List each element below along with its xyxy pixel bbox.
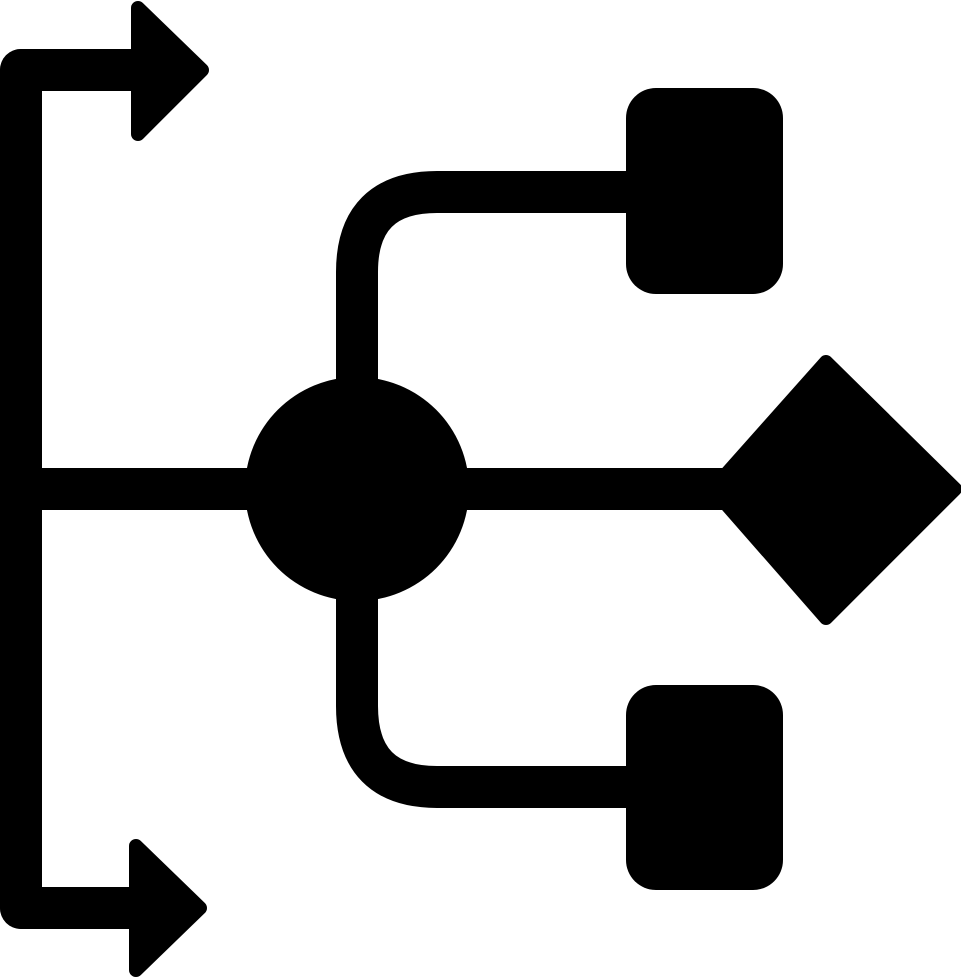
top-arrow-icon xyxy=(131,1,209,141)
top-node-square xyxy=(626,88,783,294)
lower-curve-line xyxy=(336,539,681,808)
upper-curve-line xyxy=(336,171,681,441)
decision-diamond xyxy=(706,355,961,625)
bottom-arrow-icon xyxy=(129,839,207,977)
bottom-node-square xyxy=(626,685,783,890)
hub-circle xyxy=(245,377,469,601)
